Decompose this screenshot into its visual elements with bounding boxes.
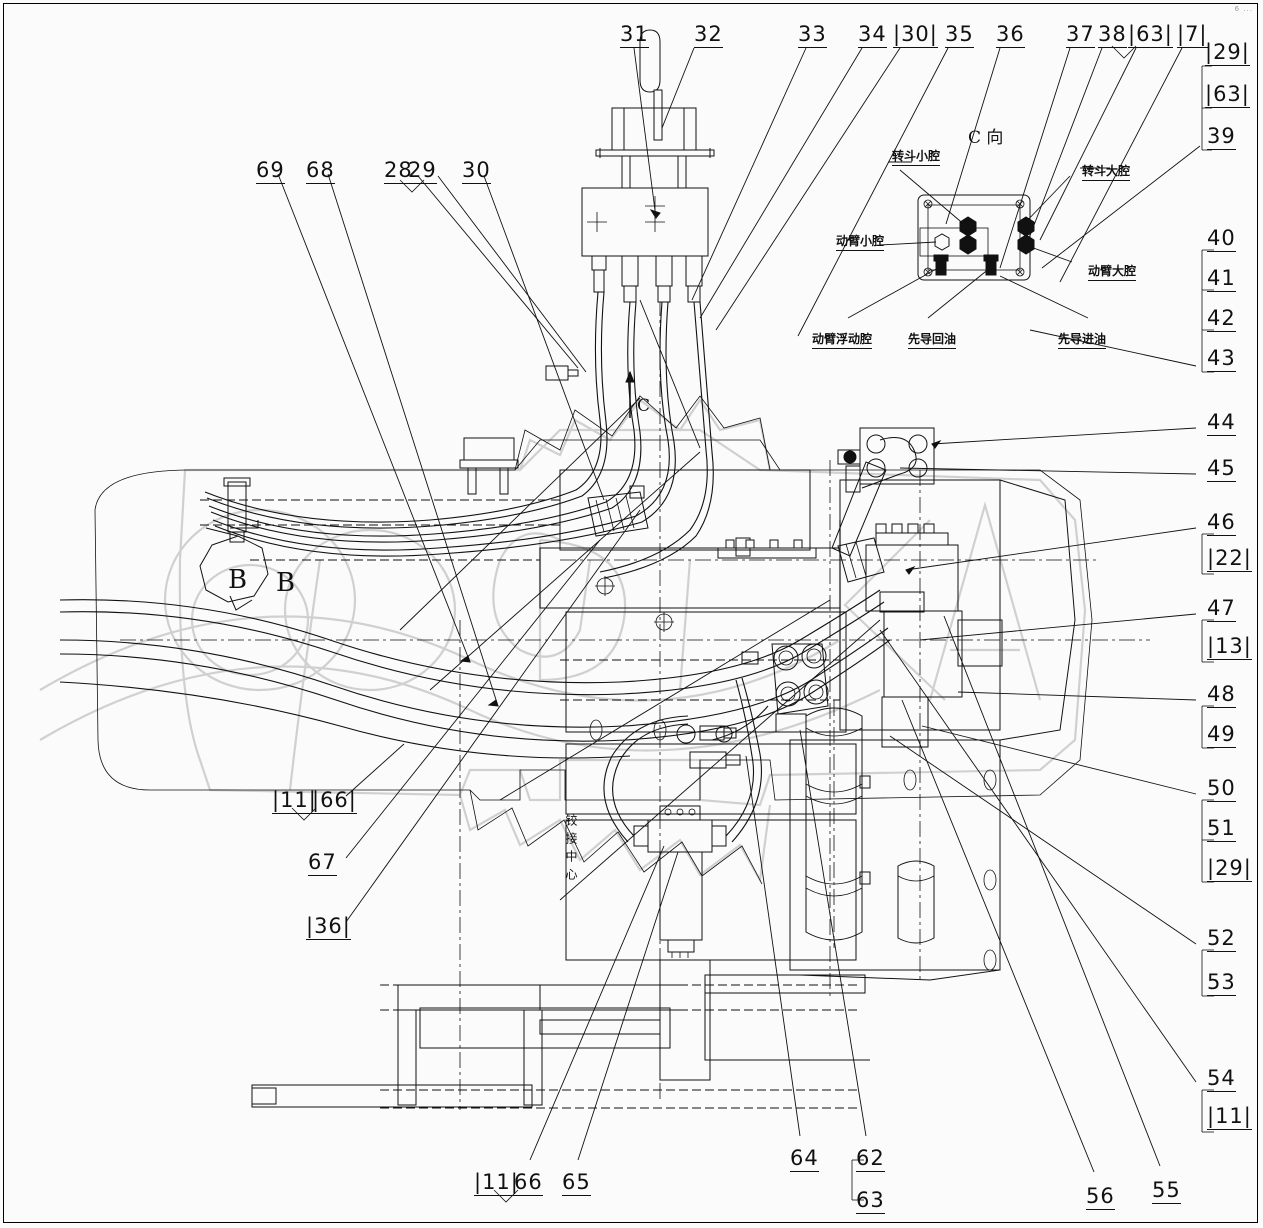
balloon-35[interactable]: 35 <box>945 22 974 48</box>
detail-view-leaders <box>847 161 1110 319</box>
balloon-36-ref[interactable]: |36| <box>306 914 351 940</box>
balloon-65[interactable]: 65 <box>562 1170 591 1196</box>
balloon-7-ref[interactable]: |7| <box>1177 22 1208 48</box>
balloon-45[interactable]: 45 <box>1207 456 1236 482</box>
balloon-64[interactable]: 64 <box>790 1146 819 1172</box>
hydraulic-cylinder <box>805 700 935 948</box>
balloon-69[interactable]: 69 <box>256 158 285 184</box>
chassis-structure <box>539 469 1076 981</box>
balloon-34[interactable]: 34 <box>858 22 887 48</box>
main-hose-sweep <box>59 589 891 759</box>
balloon-55[interactable]: 55 <box>1152 1178 1181 1204</box>
leader-lines <box>277 47 1201 1173</box>
balloon-13-ref[interactable]: |13| <box>1207 634 1252 660</box>
balloon-54[interactable]: 54 <box>1207 1066 1236 1092</box>
hose-clamp-small <box>545 365 579 381</box>
balloon-41[interactable]: 41 <box>1207 266 1236 292</box>
balloon-38[interactable]: 38 <box>1098 22 1127 48</box>
balloon-50[interactable]: 50 <box>1207 776 1236 802</box>
machine-outline <box>94 395 1093 885</box>
balloon-49[interactable]: 49 <box>1207 722 1236 748</box>
balloon-29-ref-c[interactable]: |29| <box>1207 856 1252 882</box>
balloon-47[interactable]: 47 <box>1207 596 1236 622</box>
detail-view-title: C 向 <box>968 128 1004 148</box>
balloon-32[interactable]: 32 <box>694 22 723 48</box>
balloon-28[interactable]: 28 <box>384 158 413 184</box>
callout-boom-small-chamber: 动臂小腔 <box>836 232 885 251</box>
balloon-42[interactable]: 42 <box>1207 306 1236 332</box>
balloon-63-ref-b[interactable]: |63| <box>1205 82 1250 108</box>
balloon-63-ref-top[interactable]: |63| <box>1128 22 1173 48</box>
balloon-29[interactable]: 29 <box>408 158 437 184</box>
hose-clamp-left <box>223 477 251 543</box>
pilot-valve-assembly <box>581 29 715 303</box>
balloon-48[interactable]: 48 <box>1207 682 1236 708</box>
leader-arrowheads <box>459 209 942 707</box>
hose-clamp-center <box>459 437 519 495</box>
callout-boom-large-chamber: 动臂大腔 <box>1088 262 1137 281</box>
callout-pilot-inlet-oil: 先导进油 <box>1058 330 1107 349</box>
detail-view-c <box>917 194 1035 281</box>
callout-boom-float-chamber: 动臂浮动腔 <box>812 330 873 349</box>
lower-frame <box>251 959 870 1108</box>
callout-bucket-small-chamber: 转斗小腔 <box>892 147 941 166</box>
balloon-66-ref-left[interactable]: |66| <box>312 788 357 814</box>
section-mark-b-left: B <box>228 565 248 595</box>
balloon-44[interactable]: 44 <box>1207 410 1236 436</box>
articulation-center-label: 铰接中心 <box>564 814 578 886</box>
balloon-30-ref[interactable]: |30| <box>893 22 938 48</box>
balloon-53[interactable]: 53 <box>1207 970 1236 996</box>
balloon-68[interactable]: 68 <box>306 158 335 184</box>
balloon-56[interactable]: 56 <box>1086 1184 1115 1210</box>
side-detail-mark <box>230 520 259 529</box>
balloon-62[interactable]: 62 <box>856 1146 885 1172</box>
filter-valve-assembly <box>633 805 727 958</box>
section-arrow-c <box>625 370 635 418</box>
lower-valve-cluster <box>676 537 817 769</box>
mount-holes <box>589 576 997 971</box>
balloon-11-ref-right[interactable]: |11| <box>1207 1104 1252 1130</box>
balloon-33[interactable]: 33 <box>798 22 827 48</box>
section-mark-b-right: B <box>276 568 296 598</box>
balloon-51[interactable]: 51 <box>1207 816 1236 842</box>
balloon-67[interactable]: 67 <box>308 850 337 876</box>
balloon-31[interactable]: 31 <box>620 22 649 48</box>
mid-connector-block <box>587 485 649 537</box>
sheet-corner-mark: 6 ... <box>1234 5 1253 13</box>
callout-pilot-return-oil: 先导回油 <box>908 330 957 349</box>
b-detail-marker <box>199 527 269 611</box>
balloon-29-ref-a[interactable]: |29| <box>1205 40 1250 66</box>
balloon-30[interactable]: 30 <box>462 158 491 184</box>
balloon-63[interactable]: 63 <box>856 1188 885 1214</box>
balloon-36[interactable]: 36 <box>996 22 1025 48</box>
balloon-52[interactable]: 52 <box>1207 926 1236 952</box>
section-arrow-c-label: C <box>637 396 651 416</box>
balloon-39[interactable]: 39 <box>1207 124 1236 150</box>
balloon-22-ref[interactable]: |22| <box>1207 546 1252 572</box>
balloon-37[interactable]: 37 <box>1066 22 1095 48</box>
balloon-43[interactable]: 43 <box>1207 346 1236 372</box>
pump-group <box>831 427 1003 748</box>
pilot-hose-bundle <box>204 291 714 579</box>
balloon-66[interactable]: 66 <box>514 1170 543 1196</box>
callout-bucket-large-chamber: 转斗大腔 <box>1082 162 1131 181</box>
balloon-40[interactable]: 40 <box>1207 226 1236 252</box>
balloon-11-ref-bottom[interactable]: |11| <box>474 1170 519 1196</box>
balloon-11-ref-left[interactable]: |11| <box>272 788 317 814</box>
balloon-46[interactable]: 46 <box>1207 510 1236 536</box>
centerlines <box>120 300 1150 1110</box>
